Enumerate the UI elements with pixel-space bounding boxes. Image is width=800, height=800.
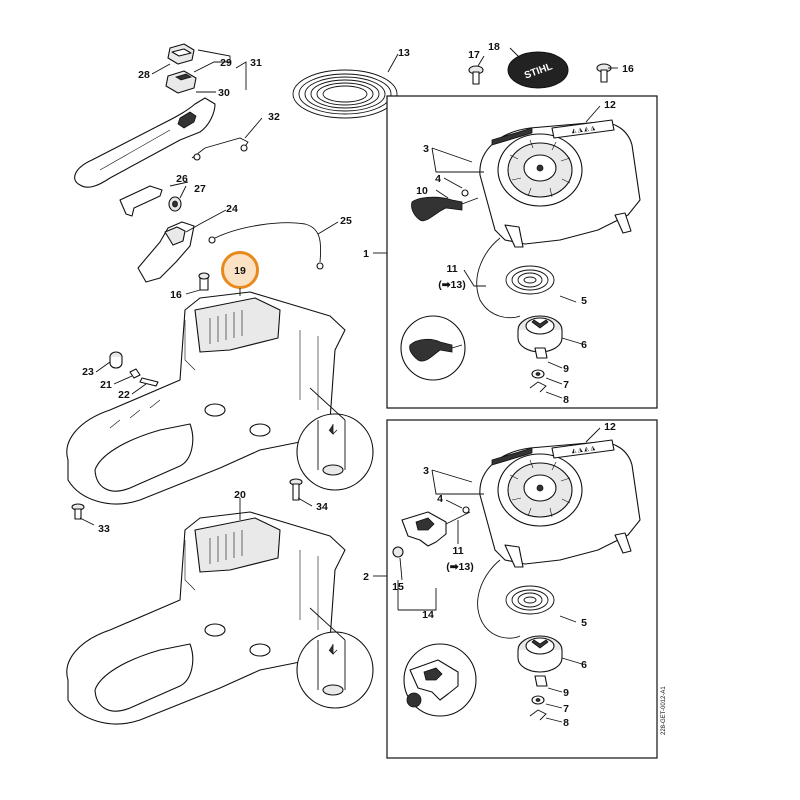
label-32: 32: [268, 111, 280, 123]
starter-housing-1: ◭ ◮ ◭ ◮: [479, 119, 641, 248]
label-25: 25: [340, 215, 352, 227]
callout-19-label: 19: [234, 265, 246, 277]
label-15: 15: [392, 581, 404, 593]
label-20: 20: [234, 489, 246, 501]
label-1: 1: [363, 248, 369, 260]
label-28: 28: [138, 69, 150, 81]
label-27: 27: [194, 183, 206, 195]
screw-16-top: [596, 63, 612, 83]
label-9-box1: 9: [563, 363, 569, 375]
label-6-box1: 6: [581, 339, 587, 351]
screw-17: [468, 65, 484, 85]
label-2: 2: [363, 571, 369, 583]
starter-housing-2: ◭ ◮ ◭ ◮: [479, 439, 641, 568]
svg-text:◭ ◮ ◭ ◮: ◭ ◮ ◭ ◮: [571, 125, 595, 134]
label-26: 26: [176, 173, 188, 185]
parts-21-23: [109, 351, 159, 387]
leader-lines: [79, 47, 618, 723]
label-22: 22: [118, 389, 130, 401]
grip-detail-circle-2: [403, 643, 477, 717]
detail-circle-19: [296, 387, 374, 491]
label-4-box1: 4: [435, 173, 441, 185]
starter-grip-14: [392, 506, 521, 639]
label-12-box2: 12: [604, 421, 616, 433]
grip-detail-circle-1: [400, 315, 466, 381]
handle-housing-19: [66, 291, 346, 505]
label-16-top: 16: [622, 63, 634, 75]
label-12-box1: 12: [604, 99, 616, 111]
switch-assembly: [74, 43, 324, 291]
screw-34: [289, 478, 303, 501]
rope-rotor-6: [517, 315, 563, 353]
highlight-callout-19[interactable]: 19: [221, 251, 259, 297]
label-3-box2: 3: [423, 465, 429, 477]
label-7-box1: 7: [563, 379, 569, 391]
rewind-spring-13: [292, 69, 398, 119]
label-4-box2: 4: [437, 493, 443, 505]
label-8-box2: 8: [563, 717, 569, 729]
label-21: 21: [100, 379, 112, 391]
rope-rotor-6b: [517, 635, 563, 673]
logo-label-18: STIHL: [507, 51, 569, 89]
label-18: 18: [488, 41, 500, 53]
label-6-box2: 6: [581, 659, 587, 671]
label-24: 24: [226, 203, 238, 215]
label-29: 29: [220, 57, 232, 69]
label-30: 30: [218, 87, 230, 99]
label-16-mid: 16: [170, 289, 182, 301]
pawl-parts-1: [529, 347, 548, 393]
label-14: 14: [422, 609, 434, 621]
drawing-code: 228-GET-0012-A1: [661, 686, 667, 735]
label-5-box1: 5: [581, 295, 587, 307]
rewind-spring-5: [505, 265, 555, 295]
label-3-box1: 3: [423, 143, 429, 155]
label-13-ref-box2: (➡13): [446, 561, 473, 573]
label-9-box2: 9: [563, 687, 569, 699]
callout-labels: 28 29 31 30 32 13 17 18 16 12 3 4 10 1 1…: [82, 41, 634, 729]
label-13-ref-box1: (➡13): [438, 279, 465, 291]
label-10: 10: [416, 185, 428, 197]
label-11-box2: 11: [452, 545, 463, 557]
label-8-box1: 8: [563, 394, 569, 406]
screw-33: [71, 503, 85, 520]
label-7-box2: 7: [563, 703, 569, 715]
detail-circle-20: [296, 607, 374, 709]
label-11-box1: 11: [446, 263, 457, 275]
label-13-top: 13: [398, 47, 410, 59]
svg-text:◭ ◮ ◭ ◮: ◭ ◮ ◭ ◮: [571, 445, 595, 454]
pawl-parts-2: [529, 675, 548, 721]
label-34: 34: [316, 501, 328, 513]
label-31: 31: [250, 57, 262, 69]
label-5-box2: 5: [581, 617, 587, 629]
label-33: 33: [98, 523, 110, 535]
label-23: 23: [82, 366, 94, 378]
label-17: 17: [468, 49, 480, 61]
starter-grip-10: [411, 189, 521, 319]
handle-housing-20: [66, 511, 346, 725]
rewind-spring-5b: [505, 585, 555, 615]
